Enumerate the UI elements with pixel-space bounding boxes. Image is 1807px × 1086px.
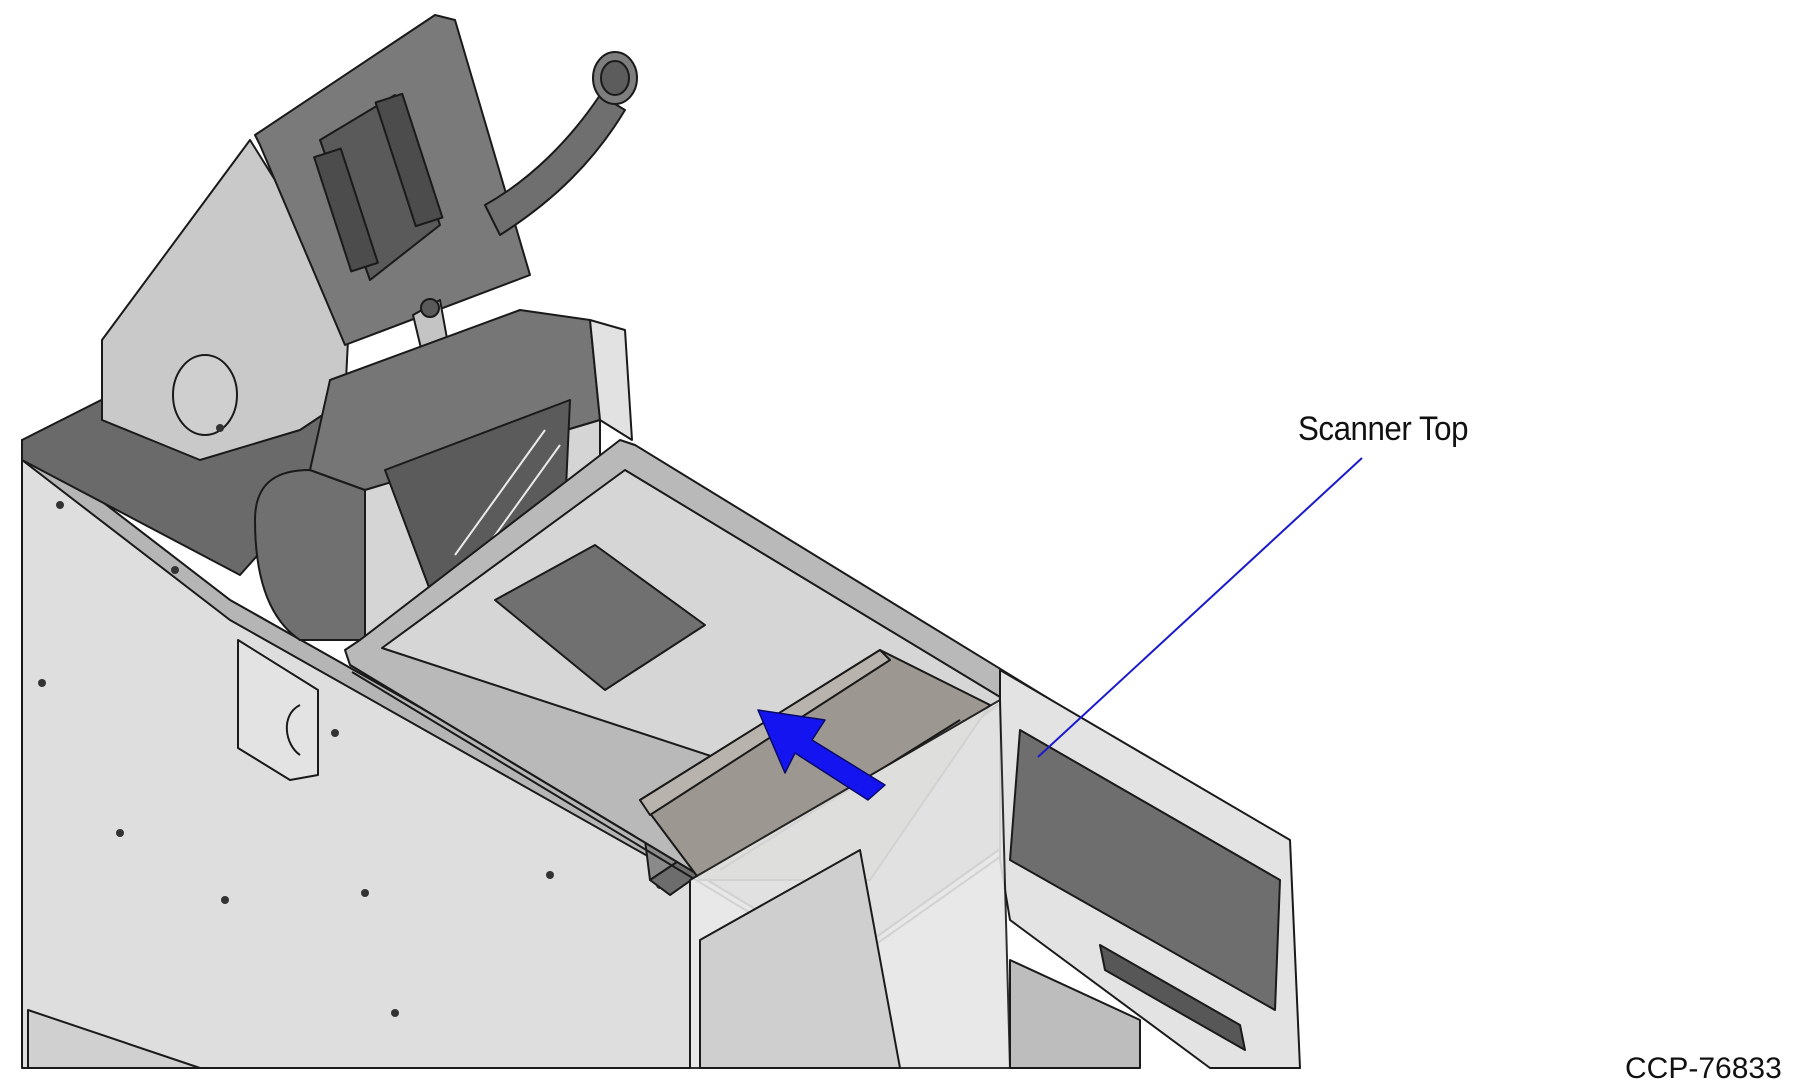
scanner-top-callout: Scanner Top <box>1298 410 1469 448</box>
display-panel <box>254 14 531 346</box>
callout-leader-line <box>1037 457 1363 758</box>
scanner-tower <box>254 309 633 641</box>
cabinet-right-section <box>689 669 1301 1069</box>
light-pole <box>484 51 638 236</box>
figure-id: CCP-76833 <box>1625 1052 1782 1085</box>
display-mount-bracket <box>101 139 351 461</box>
install-direction-arrow <box>757 709 886 801</box>
